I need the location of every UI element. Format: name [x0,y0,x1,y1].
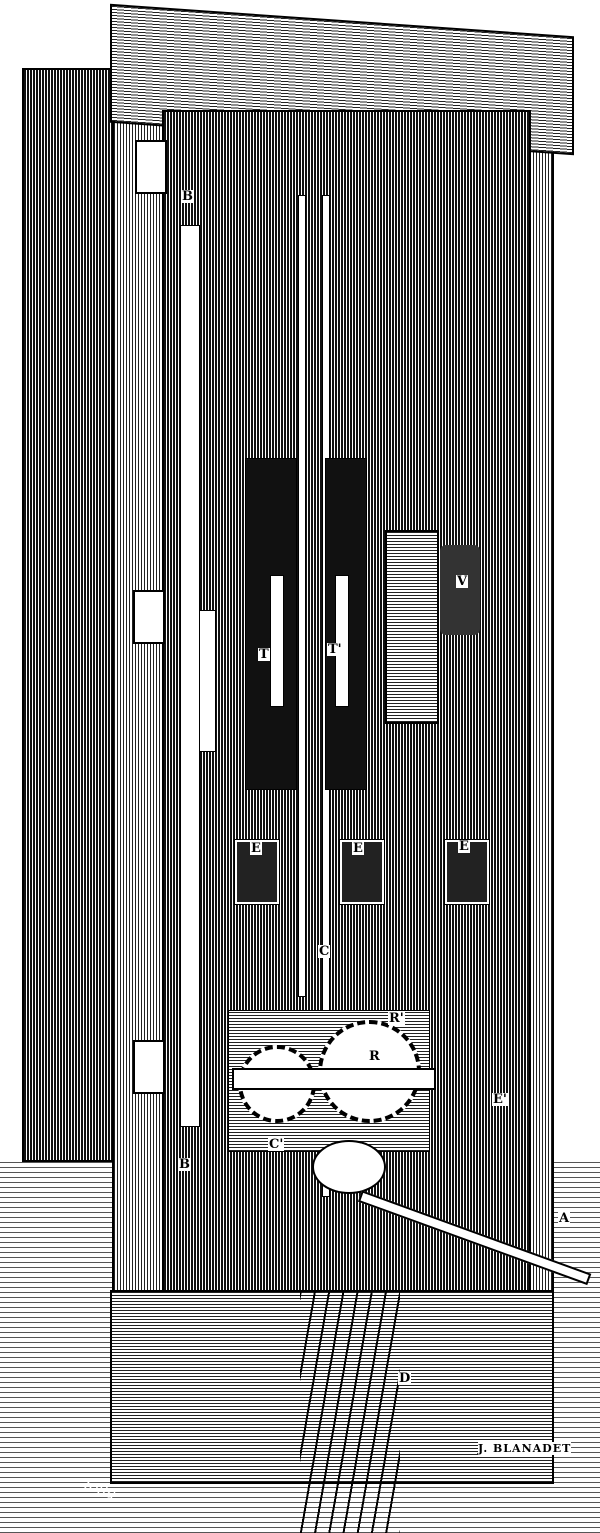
label-b-top: B [181,189,194,204]
cabinet-door [22,68,116,1162]
long-tube [180,225,200,1127]
pulley [312,1140,386,1194]
rod-left [298,195,306,997]
label-e2: E [352,841,364,856]
hinge-top [135,140,167,194]
cables [300,1290,400,1533]
label-e1: E [250,841,262,856]
label-c-prime: C' [268,1137,285,1152]
cylinder-v [440,545,480,635]
scale-box [385,530,439,724]
label-c: C [318,944,331,959]
label-r: R [368,1049,381,1064]
label-b-bottom: B [178,1157,191,1172]
label-d: D [398,1371,412,1386]
engraver-signature: J. BLANADET [478,1442,572,1455]
hinge-middle [133,590,165,644]
thermometer-board-1 [245,458,297,790]
label-e-prime: E' [492,1092,508,1107]
label-r-prime: R' [388,1011,405,1026]
hinge-bottom [133,1040,165,1094]
cross-bar [232,1068,436,1090]
label-e3: E [458,839,470,854]
label-v: V [456,574,469,589]
door-edge [112,60,166,1294]
thermometer-2 [335,575,349,707]
label-a: A [558,1211,571,1226]
thermometer-1 [270,575,284,707]
label-t1: T [258,647,270,662]
label-t2: T' [327,642,343,657]
